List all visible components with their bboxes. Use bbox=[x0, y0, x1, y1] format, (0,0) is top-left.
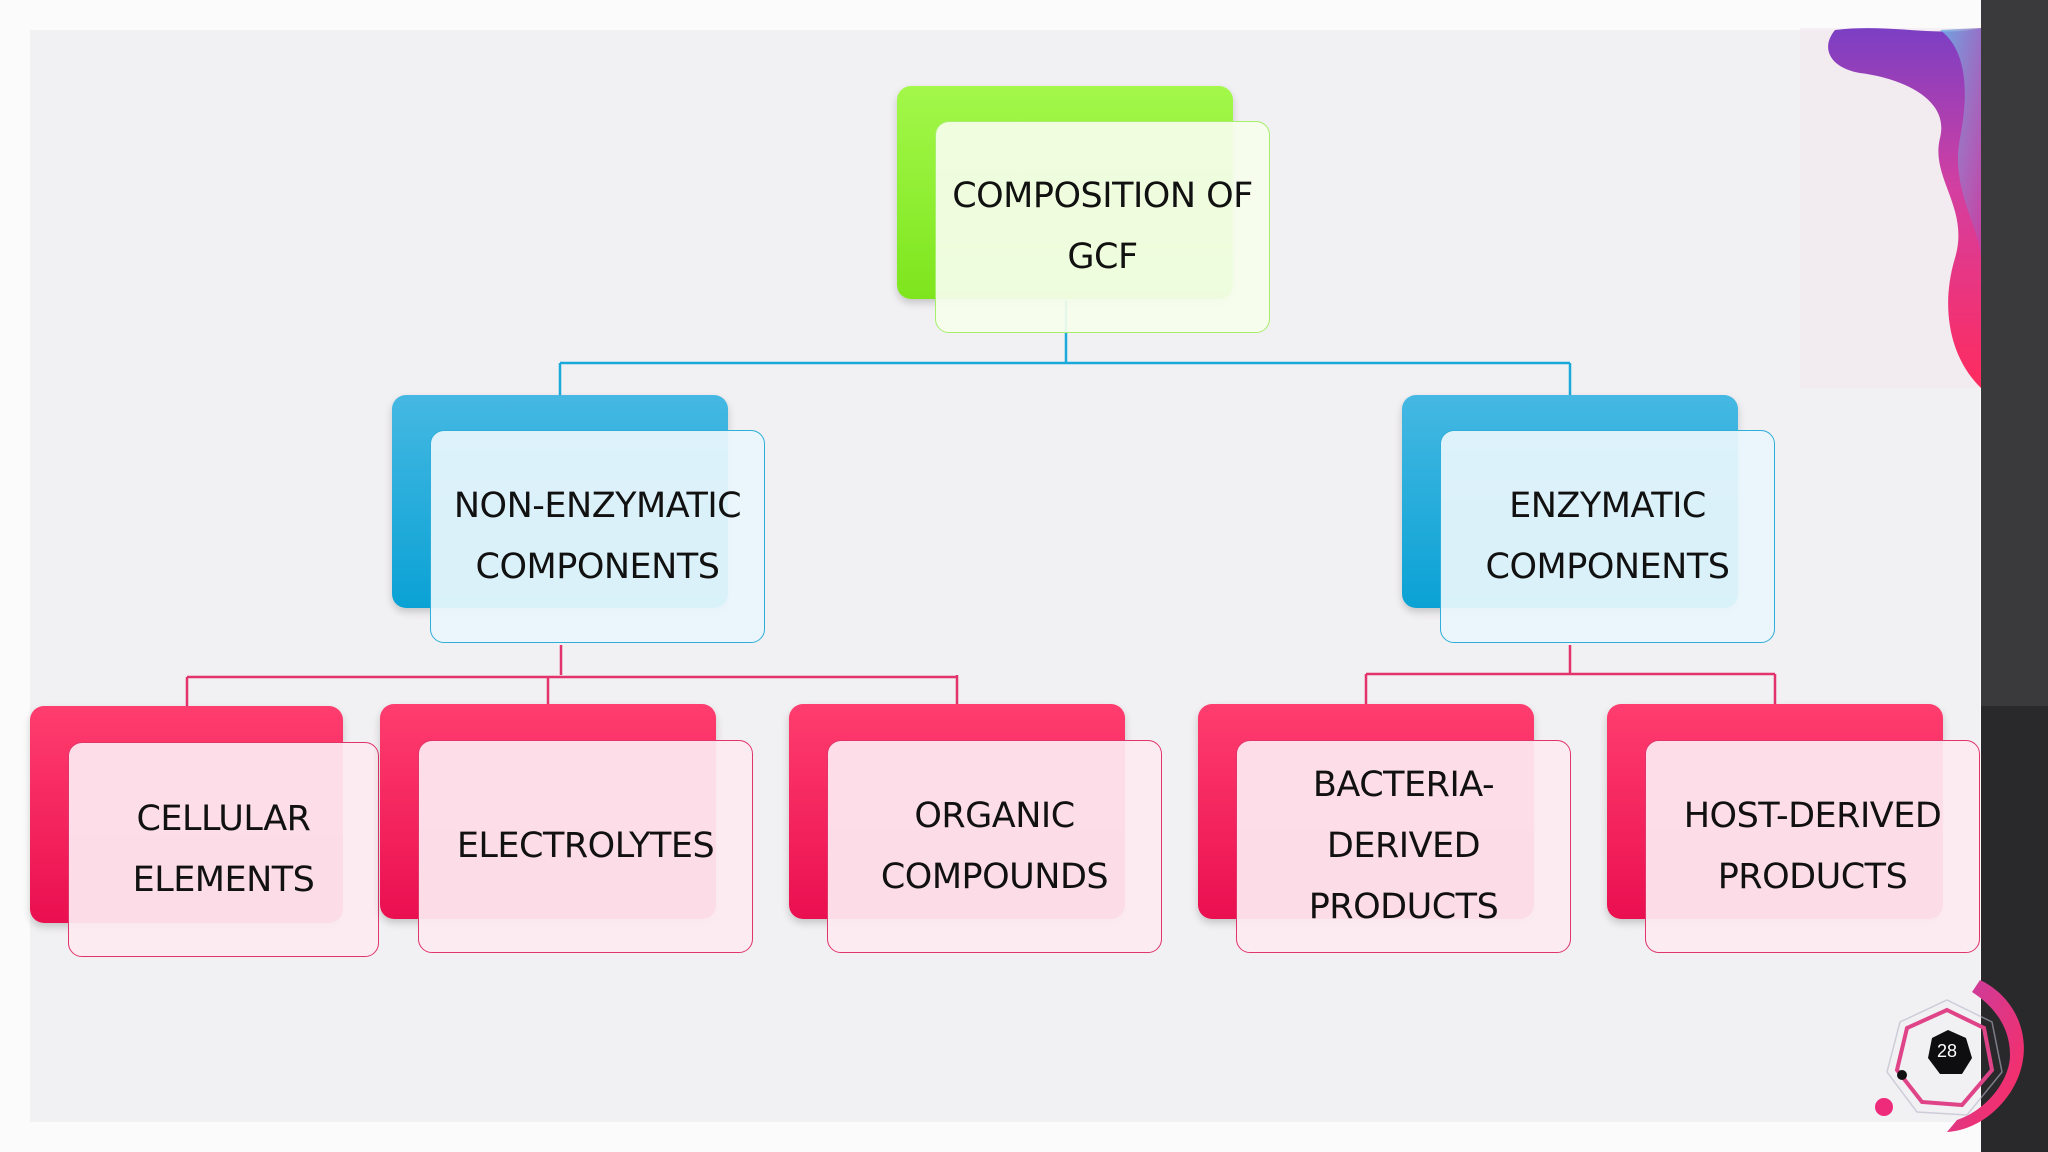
leaf-node-electrolytes: ELECTROLYTES bbox=[418, 740, 753, 953]
page-number: 28 bbox=[1936, 1040, 1958, 1061]
right-branch-connector bbox=[1364, 645, 1777, 706]
root-node-label: COMPOSITION OF GCF bbox=[952, 176, 1253, 277]
leaf-node-bacteria-derived-products: BACTERIA- DERIVED PRODUCTS bbox=[1236, 740, 1571, 953]
branch-node-label: NON-ENZYMATIC COMPONENTS bbox=[453, 485, 742, 587]
root-node: COMPOSITION OF GCF bbox=[935, 121, 1270, 333]
leaf-node-cellular-elements: CELLULAR ELEMENTS bbox=[68, 742, 379, 957]
decorative-gradient-shape bbox=[1800, 28, 1981, 388]
branch-node-enzymatic: ENZYMATIC COMPONENTS bbox=[1440, 430, 1775, 643]
page-number-badge-decoration bbox=[1875, 980, 2024, 1132]
leaf-node-label: ORGANIC COMPOUNDS bbox=[880, 795, 1109, 897]
leaf-node-organic-compounds: ORGANIC COMPOUNDS bbox=[827, 740, 1162, 953]
leaf-node-host-derived-products: HOST-DERIVED PRODUCTS bbox=[1645, 740, 1980, 953]
leaf-node-label: ELECTROLYTES bbox=[456, 826, 715, 866]
branch-node-non-enzymatic: NON-ENZYMATIC COMPONENTS bbox=[430, 430, 765, 643]
branch-node-label: ENZYMATIC COMPONENTS bbox=[1485, 485, 1730, 587]
left-branch-connector bbox=[185, 645, 959, 706]
leaf-node-label: HOST-DERIVED PRODUCTS bbox=[1683, 795, 1942, 897]
leaf-node-label: BACTERIA- DERIVED PRODUCTS bbox=[1308, 765, 1499, 927]
leaf-node-label: CELLULAR ELEMENTS bbox=[132, 798, 315, 900]
